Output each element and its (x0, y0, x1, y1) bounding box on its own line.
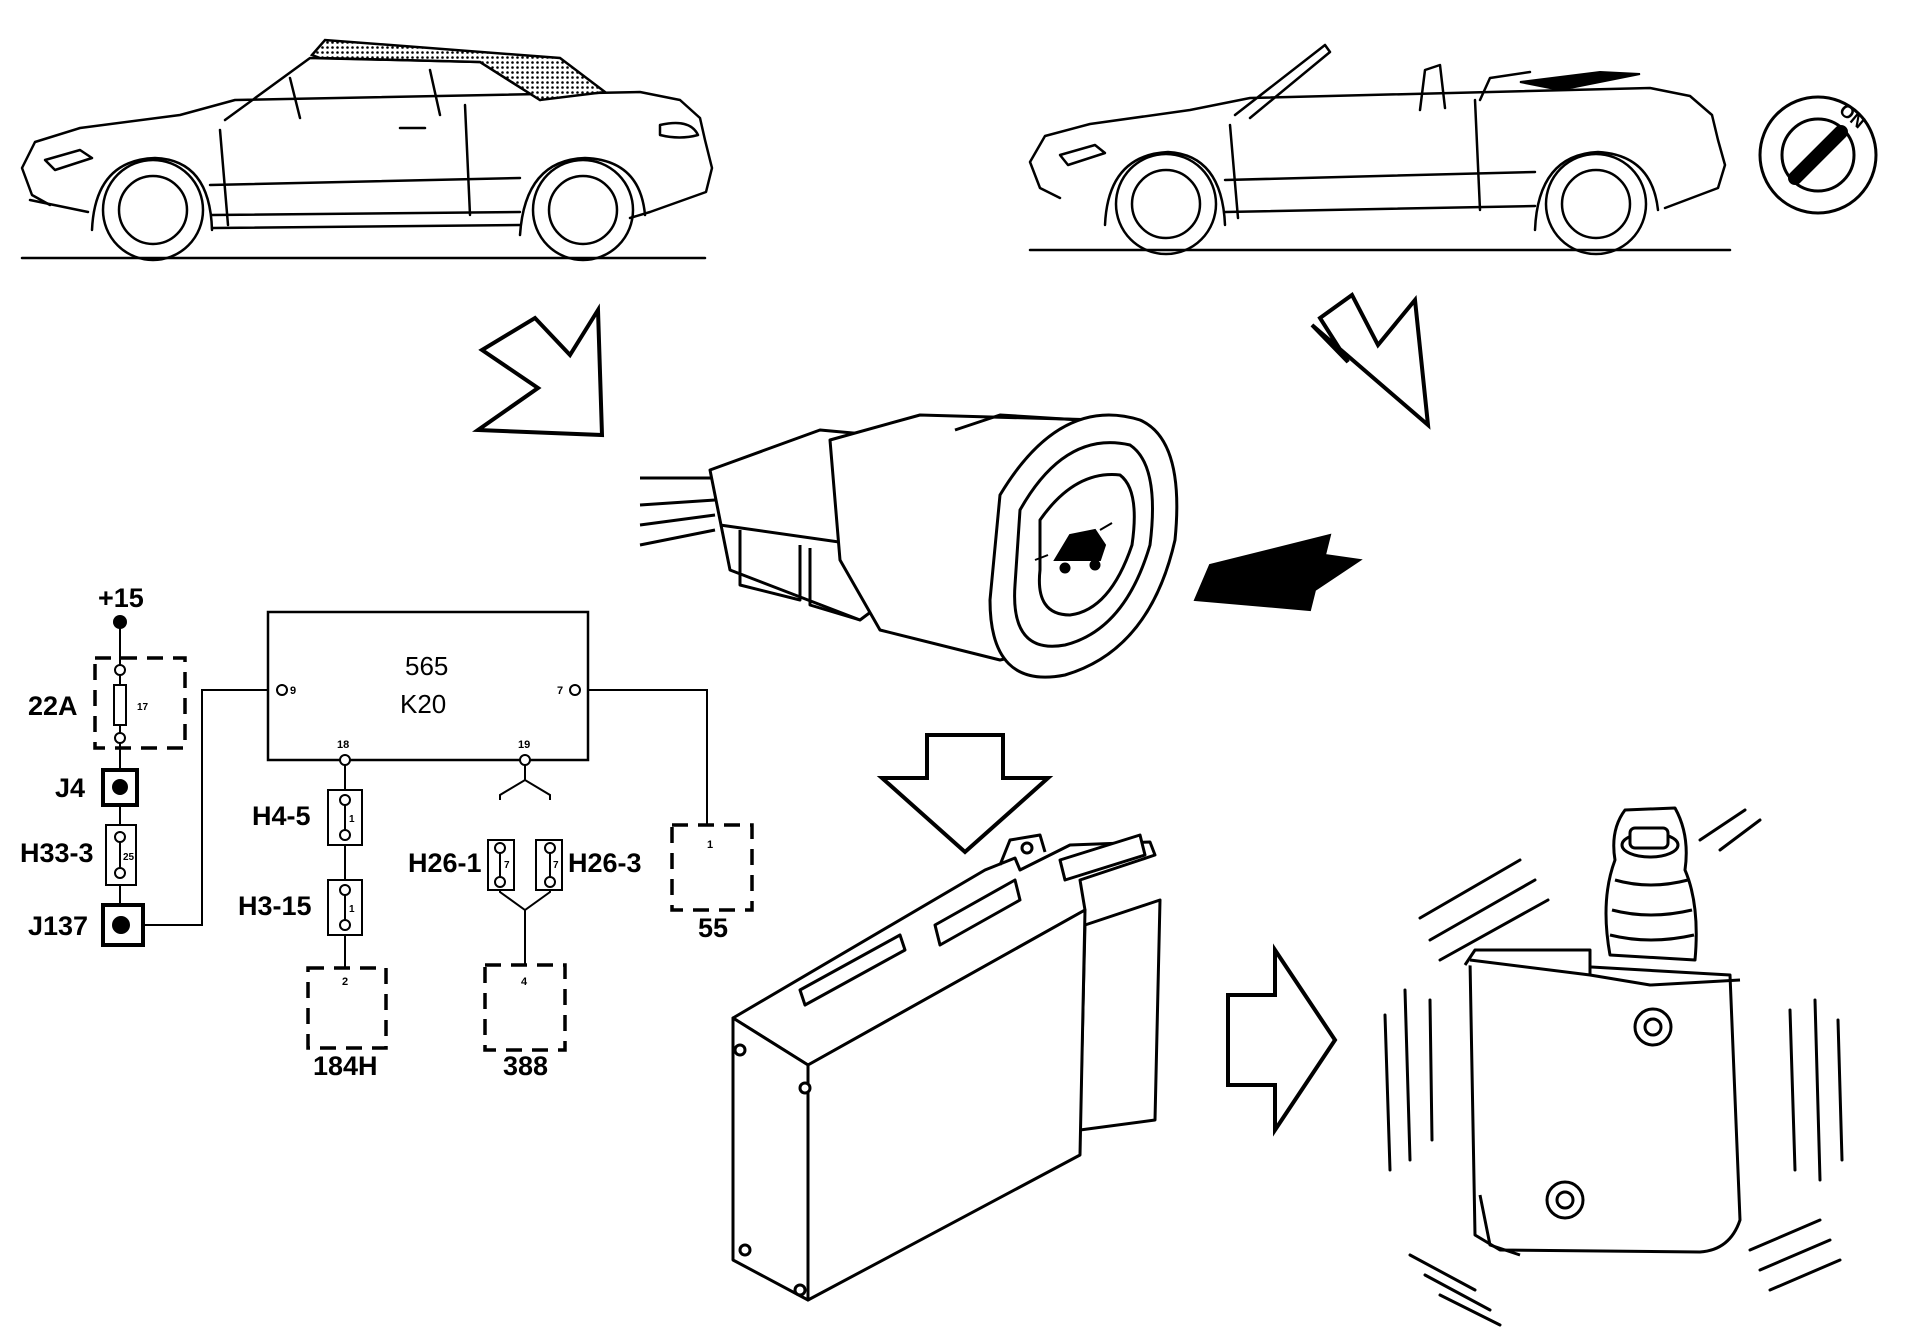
junction-j137-label: J137 (28, 911, 88, 941)
connector-h33-3-pin: 25 (123, 852, 135, 863)
soft-top-roof (309, 38, 609, 102)
control-unit-pin-bottom-left: 18 (337, 739, 349, 751)
ground-388-label: 388 (503, 1051, 548, 1081)
arrow-down-left-icon (1310, 292, 1431, 430)
ground-55-label: 55 (698, 913, 728, 943)
ground-point-184h (306, 966, 388, 1050)
arrow-down-icon (876, 733, 1054, 855)
wiring-schematic: +15 17 22A J4 25 H33-3 J137 565 K20 (20, 583, 754, 1081)
ignition-switch-icon: ON (1758, 95, 1878, 215)
fuse-22a-label: 22A (28, 691, 78, 721)
connector-h3-15-pin: 1 (349, 904, 355, 915)
ground-184h-pin: 2 (342, 976, 348, 988)
connector-h4-5-pin: 1 (349, 814, 355, 825)
control-unit-number: 565 (405, 651, 448, 681)
ground-55-pin: 1 (707, 839, 713, 851)
control-unit-illustration (731, 833, 1162, 1302)
arrow-right-icon (1226, 943, 1338, 1137)
fuse-number: 17 (137, 702, 149, 713)
control-unit-pin-right: 7 (557, 685, 563, 697)
arrow-pressing-switch-icon (1193, 533, 1363, 612)
connector-h33-3-label: H33-3 (20, 838, 94, 868)
ground-184h-label: 184H (313, 1051, 378, 1081)
junction-j4-label: J4 (55, 773, 85, 803)
connector-h26-3-pin: 7 (553, 860, 559, 871)
connector-h4-5-label: H4-5 (252, 801, 311, 831)
ground-388-pin: 4 (521, 976, 528, 988)
trunk-open-icon (1034, 522, 1113, 574)
control-unit-pin-left: 9 (290, 685, 296, 697)
convertible-roof-up-illustration (20, 56, 714, 262)
connector-h26-1-pin: 7 (504, 860, 510, 871)
connector-h3-15-label: H3-15 (238, 891, 312, 921)
connector-h26-1-label: H26-1 (408, 848, 482, 878)
ground-point-55 (670, 823, 754, 912)
flow-arrows (471, 292, 1431, 1137)
convertible-roof-down-illustration (1028, 43, 1732, 256)
control-unit-565 (266, 610, 590, 762)
fuse-22a-symbol (113, 664, 127, 744)
folded-roof-cover (1519, 70, 1641, 92)
ground-point-388 (483, 963, 567, 1052)
connector-h26-3-label: H26-3 (568, 848, 642, 878)
trunk-lock-actuator-illustration (1463, 806, 1742, 1257)
vibration-lines (1383, 808, 1844, 1327)
arrow-down-right-icon (471, 303, 605, 438)
supply-plus15-label: +15 (98, 583, 144, 613)
control-unit-code: K20 (400, 689, 446, 719)
control-unit-pin-bottom-right: 19 (518, 739, 530, 751)
